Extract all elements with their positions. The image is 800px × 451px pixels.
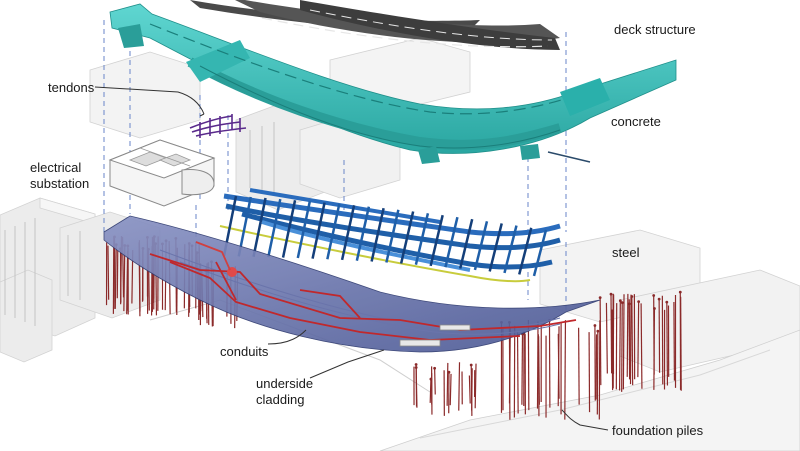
electrical-substation-model [108, 139, 216, 207]
steel-rib [458, 218, 474, 269]
foundation-pile [449, 373, 452, 406]
steel-rib [281, 199, 297, 258]
label-steel: steel [612, 245, 640, 260]
steel-rib [532, 229, 548, 277]
steel-rib [444, 216, 459, 268]
foundation-pile [107, 245, 110, 300]
foundation-pile [470, 365, 473, 416]
pile-cap [657, 297, 661, 301]
foundation-pile [521, 334, 524, 405]
foundation-pile [598, 320, 601, 420]
label-concrete: concrete [611, 114, 661, 129]
steel-rib [518, 227, 533, 275]
pile-cap [678, 290, 682, 294]
pile-cap [596, 329, 600, 333]
label-electrical-substation-line2: substation [30, 176, 90, 191]
label-underside-cladding-line1: underside [256, 376, 314, 391]
foundation-pile [458, 362, 461, 411]
steel-rib [473, 220, 489, 271]
foundation-pile [474, 363, 477, 409]
label-underside-cladding-line2: cladding [256, 392, 305, 407]
pile-cap [469, 363, 473, 367]
tendons-layer [189, 114, 247, 138]
foundation-pile [114, 244, 117, 309]
foundation-pile [557, 333, 560, 399]
pile-cap [593, 324, 597, 327]
foundation-pile [618, 300, 621, 391]
pile-cap [414, 366, 418, 369]
foundation-pile [673, 301, 676, 381]
pile-cap [414, 363, 418, 366]
leader-lines [94, 86, 609, 431]
steel-rib [399, 211, 415, 264]
foundation-pile [666, 302, 669, 386]
pile-cap [620, 301, 624, 305]
steel-rib [311, 202, 326, 259]
concrete-layer [109, 3, 677, 164]
pile-cap [637, 300, 641, 304]
steel-layer [219, 188, 561, 283]
underside-cladding-layer [103, 215, 601, 353]
deck-structure-layer [190, 0, 560, 50]
pile-cap [653, 307, 656, 310]
foundation-pile [640, 303, 643, 389]
pile-cap [609, 292, 613, 296]
foundation-pile [622, 294, 625, 390]
foundation-pile [605, 302, 608, 374]
foundation-pile [628, 299, 631, 378]
foundation-pile [595, 334, 598, 400]
steel-rib [385, 209, 400, 263]
steel-rib [252, 197, 267, 257]
steel-rib [326, 203, 341, 260]
pile-cap [618, 299, 622, 303]
foundation-pile [611, 309, 614, 391]
pile-cap [665, 300, 669, 304]
foundation-pile [446, 362, 449, 406]
label-electrical-substation-line1: electrical [30, 160, 82, 175]
foundation-pile [123, 245, 126, 312]
conduit-boxes [399, 324, 471, 347]
foundation-pile [626, 293, 629, 377]
label-foundation-piles: foundation piles [612, 423, 704, 438]
pile-cap [429, 377, 433, 381]
building-windows [4, 122, 275, 326]
steel-rib [340, 204, 356, 261]
steel-rib [370, 207, 385, 262]
foundation-pile [536, 321, 539, 409]
foundation-pile [516, 332, 519, 414]
steel-rib [296, 201, 312, 259]
pile-cap [433, 366, 437, 370]
foundation-pile [631, 296, 634, 386]
foundation-pile [637, 301, 640, 378]
steel-rib [503, 225, 518, 274]
foundation-pile [596, 331, 599, 415]
foundation-pile [564, 320, 567, 420]
steel-rib [429, 214, 444, 267]
foundation-pile [468, 375, 471, 404]
foundation-pile [429, 379, 432, 403]
foundation-pile [578, 327, 580, 405]
pile-cap [598, 296, 602, 300]
foundation-pile [126, 250, 129, 315]
steel-rib [267, 198, 282, 258]
steel-rib [488, 223, 503, 272]
foundation-pile [599, 297, 602, 386]
label-tendons: tendons [48, 80, 95, 95]
pile-cap [652, 294, 656, 297]
foundation-pile [621, 302, 623, 392]
label-deck-structure: deck structure [614, 22, 696, 37]
foundation-pile [610, 294, 613, 374]
steel-rib [355, 206, 371, 261]
steel-rib [414, 213, 430, 265]
foundation-pile [680, 296, 682, 391]
foundation-pile [434, 368, 436, 395]
label-conduits: conduits [220, 344, 269, 359]
foundation-pile [653, 308, 656, 390]
